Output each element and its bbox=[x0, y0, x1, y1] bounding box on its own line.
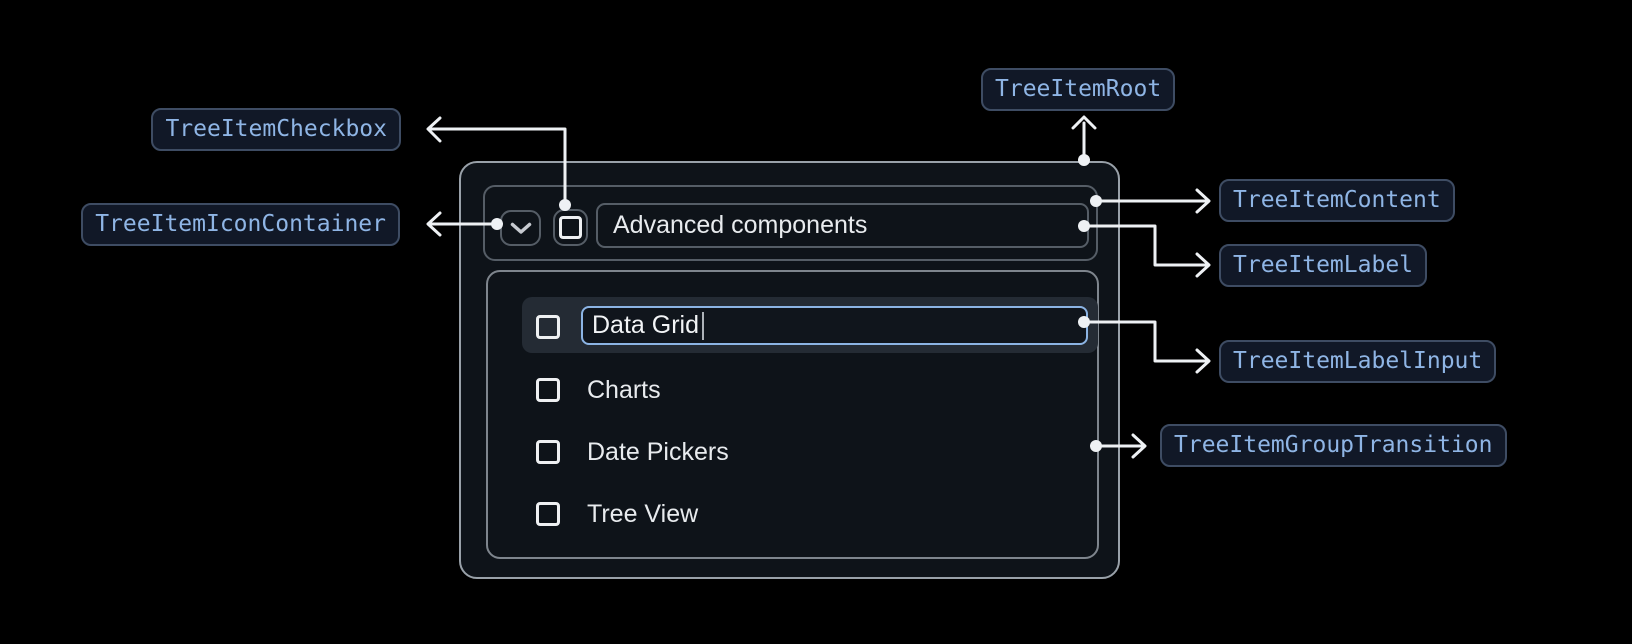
tree-item-row[interactable]: Date Pickers bbox=[536, 439, 729, 465]
tree-item-label-input[interactable]: Data Grid bbox=[581, 306, 1088, 345]
annotation-tree-item-checkbox: TreeItemCheckbox bbox=[151, 108, 401, 151]
tree-item-checkbox[interactable] bbox=[536, 378, 560, 402]
tree-item-checkbox[interactable] bbox=[536, 502, 560, 526]
tree-item-row[interactable]: Charts bbox=[536, 377, 661, 403]
tree-item-checkbox[interactable] bbox=[536, 315, 560, 339]
tree-item-checkbox[interactable] bbox=[536, 440, 560, 464]
tree-item-label: Charts bbox=[587, 376, 661, 404]
annotation-tree-item-icon-container: TreeItemIconContainer bbox=[81, 203, 400, 246]
tree-item-content[interactable]: Advanced components bbox=[483, 185, 1098, 261]
tree-item-icon-container[interactable] bbox=[500, 210, 541, 246]
tree-item-checkbox[interactable] bbox=[553, 209, 588, 246]
tree-item-label: Tree View bbox=[587, 500, 699, 528]
connector-tree-item-root bbox=[1071, 115, 1097, 162]
tree-item-root: Advanced components Data Grid Charts Dat… bbox=[459, 161, 1120, 579]
tree-item-row-editing[interactable]: Data Grid bbox=[522, 297, 1098, 353]
label-input-value: Data Grid bbox=[592, 311, 699, 339]
annotation-tree-item-root: TreeItemRoot bbox=[981, 68, 1176, 111]
annotation-tree-item-group-transition: TreeItemGroupTransition bbox=[1160, 424, 1507, 467]
tree-item-label-text: Advanced components bbox=[613, 211, 868, 239]
text-caret bbox=[701, 311, 704, 340]
annotation-tree-item-label-input: TreeItemLabelInput bbox=[1219, 340, 1497, 383]
annotation-tree-item-content: TreeItemContent bbox=[1219, 179, 1455, 222]
tree-item-group-transition: Data Grid Charts Date Pickers Tree View bbox=[486, 270, 1099, 559]
annotation-tree-item-label: TreeItemLabel bbox=[1219, 244, 1428, 287]
checkbox-unchecked-icon bbox=[559, 216, 582, 239]
tree-item-row[interactable]: Tree View bbox=[536, 501, 698, 527]
tree-item-label: Date Pickers bbox=[587, 438, 729, 466]
chevron-down-icon bbox=[510, 222, 531, 234]
tree-item-label: Advanced components bbox=[596, 203, 1089, 248]
